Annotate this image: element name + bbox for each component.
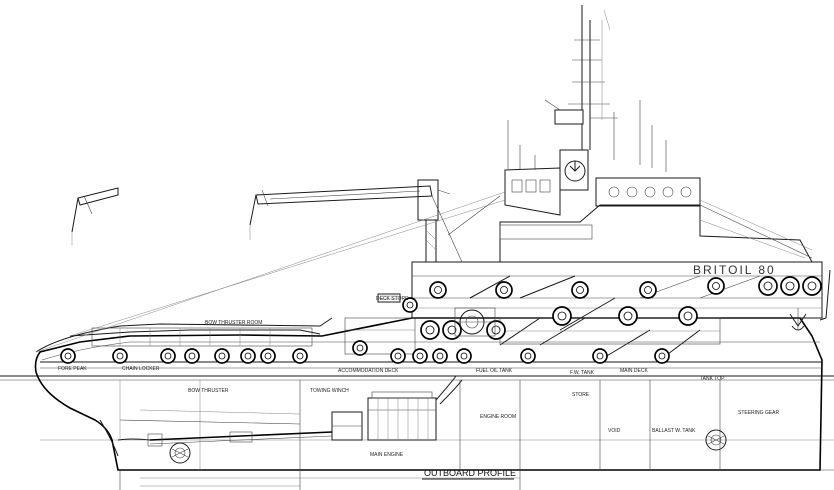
label-store: STORE <box>572 392 590 398</box>
drawing-annotations: ACCOMMODATION DECK MAIN DECK TANK TOP FO… <box>58 296 780 458</box>
label-bow-thruster: BOW THRUSTER <box>188 388 229 394</box>
main-mast <box>507 5 667 172</box>
label-ballast: BALLAST W. TANK <box>652 428 696 434</box>
fender-row-upper <box>429 276 822 299</box>
label-towing-winch: TOWING WINCH <box>310 388 349 394</box>
label-steering: STEERING GEAR <box>738 410 780 416</box>
anchor-symbol <box>789 308 807 331</box>
band-tank-top: TANK TOP <box>700 376 725 382</box>
label-void: VOID <box>608 428 621 434</box>
foredeck-structure: BOW THRUSTER ROOM <box>69 293 416 355</box>
engine-room <box>99 375 727 470</box>
label-main-engine: MAIN ENGINE <box>370 452 404 458</box>
towing-winch <box>454 307 496 337</box>
tyre-fenders <box>60 276 822 364</box>
label-engine-room: ENGINE ROOM <box>480 414 516 420</box>
label-chain-locker: CHAIN LOCKER <box>122 366 160 372</box>
vessel-name: BRITOIL 80 <box>693 263 776 277</box>
superstructure <box>499 149 813 263</box>
label-fuel-oil: FUEL OIL TANK <box>476 368 513 374</box>
fender-row-middle <box>402 297 698 340</box>
band-accommodation: ACCOMMODATION DECK <box>338 368 399 374</box>
fender-row-main <box>60 340 670 364</box>
midship-deckhouse: BRITOIL 80 <box>411 261 823 361</box>
band-main-deck: MAIN DECK <box>620 368 648 374</box>
label-fore-peak: FORE PEAK <box>58 366 87 372</box>
deck-cranes <box>35 179 813 353</box>
label-deck-store: DECK STORE <box>376 296 409 302</box>
svg-text:BOW THRUSTER ROOM: BOW THRUSTER ROOM <box>205 320 262 326</box>
title-text: OUTBOARD PROFILE <box>424 468 516 478</box>
label-fw-tank: F.W. TANK <box>570 370 595 376</box>
drawing-title: OUTBOARD PROFILE <box>422 468 516 480</box>
